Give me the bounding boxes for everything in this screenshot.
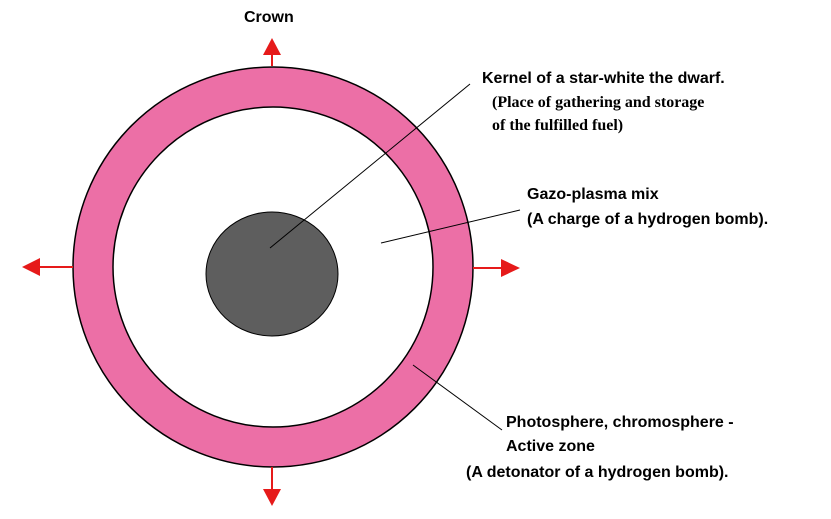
- kernel-note-line-2: of the fulfilled fuel): [492, 117, 623, 134]
- photosphere-label-line-3: (A detonator of a hydrogen bomb).: [466, 464, 729, 481]
- kernel-leader-line: [269, 83, 471, 249]
- arrow-right-icon: [473, 259, 520, 277]
- gazo-label-line-1: Gazo-plasma mix: [527, 186, 659, 203]
- gazo-leader-line: [380, 209, 521, 244]
- arrow-down-icon: [263, 467, 281, 506]
- photosphere-label-line-2: Active zone: [506, 438, 595, 455]
- kernel-title: Kernel of a star-white the dwarf.: [482, 70, 725, 87]
- kernel-core: [205, 211, 339, 337]
- crown-label: Crown: [244, 9, 294, 26]
- gazo-label-line-2: (A charge of a hydrogen bomb).: [527, 211, 768, 228]
- arrow-up-icon: [263, 38, 281, 66]
- kernel-note-line-1: (Place of gathering and storage: [492, 94, 704, 111]
- arrow-left-icon: [22, 258, 73, 276]
- photosphere-label-line-1: Photosphere, chromosphere -: [506, 414, 734, 431]
- photosphere-leader-line: [412, 364, 503, 431]
